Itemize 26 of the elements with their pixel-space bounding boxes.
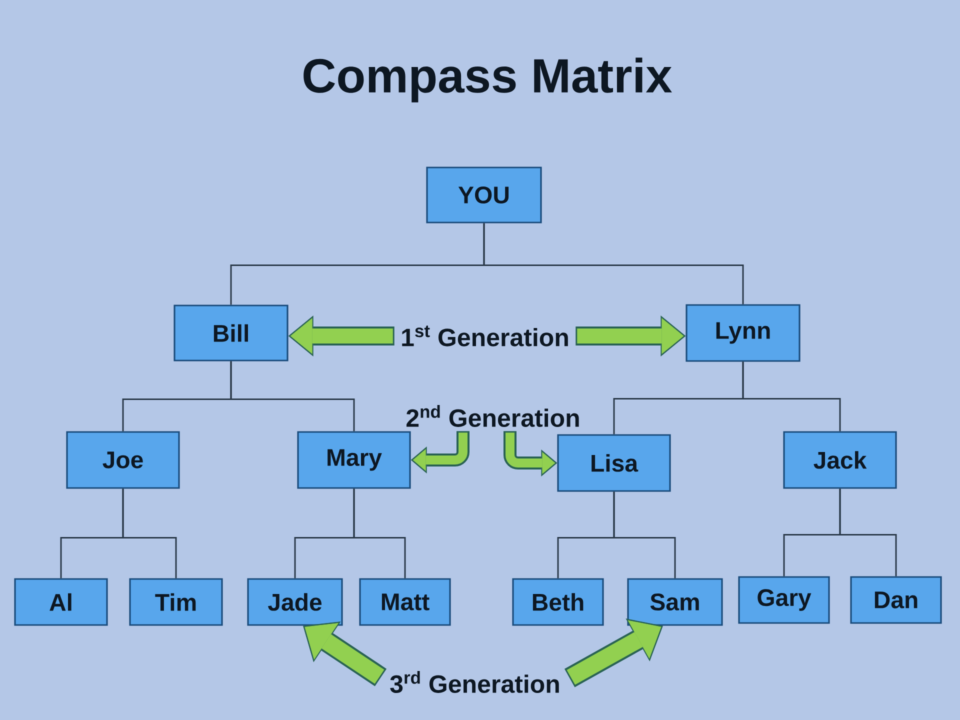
person-box: Al: [14, 578, 108, 626]
connector-line: [230, 361, 355, 432]
person-box: Bill: [174, 304, 288, 362]
person-box: Mary: [297, 431, 411, 489]
generation-label: 3$^{rd}$ Generation: [390, 671, 559, 693]
title: Compass Matrix: [304, 58, 672, 102]
generation-label: 1$^{st}$ Generation: [402, 326, 568, 346]
connector-line: [839, 488, 897, 576]
person-box: Tim: [129, 578, 223, 626]
connector-line: [742, 362, 841, 432]
person-box: Lisa: [557, 434, 671, 492]
generation-label: 2$^{nd}$ Generation: [406, 405, 579, 427]
connector-line: [613, 492, 676, 578]
person-box: Sam: [627, 578, 723, 626]
person-box: Jack: [783, 431, 897, 489]
connector-line: [483, 223, 744, 304]
connector-line: [122, 488, 177, 578]
person-box: Jade: [247, 578, 343, 626]
person-box: Dan: [850, 576, 942, 624]
person-box: Beth: [512, 578, 604, 626]
person-box: Gary: [738, 576, 830, 624]
person-box: Matt: [359, 578, 451, 626]
person-box: YOU: [426, 166, 542, 224]
connector-line: [353, 488, 406, 578]
person-box: Joe: [66, 431, 180, 489]
person-box: Lynn: [686, 304, 800, 362]
